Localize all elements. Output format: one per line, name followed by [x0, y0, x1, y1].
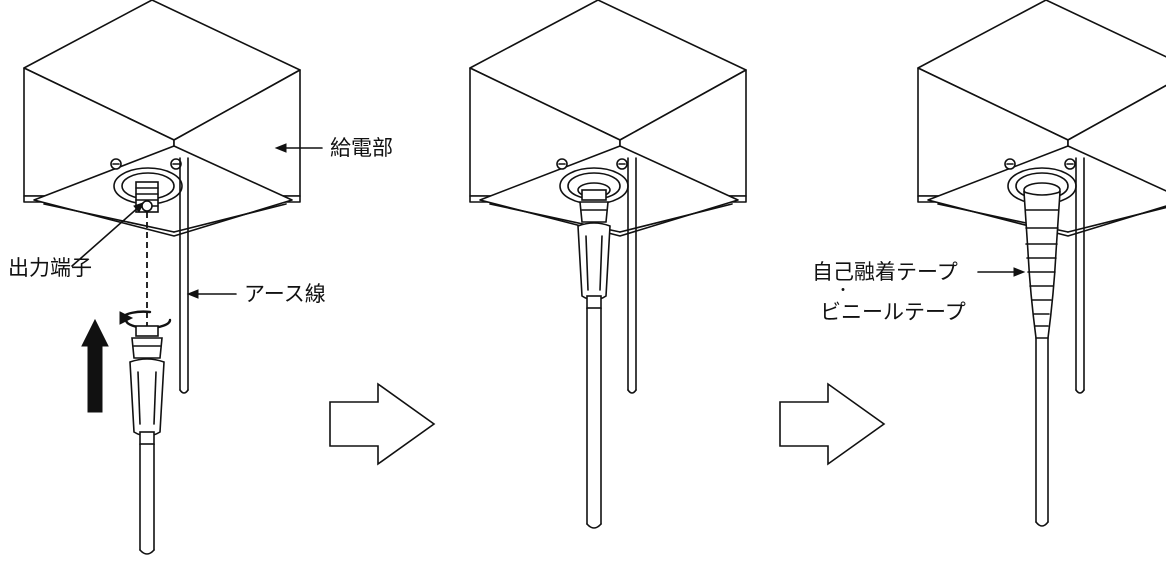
- label-tape-line2: ビニールテープ: [820, 300, 966, 324]
- rotation-arrow-icon: [119, 310, 172, 330]
- panel-2: [469, 0, 747, 529]
- taped-connector: [1023, 182, 1061, 339]
- cable: [1035, 337, 1049, 527]
- upward-arrow-icon: [81, 318, 109, 413]
- panel-1: [23, 0, 323, 555]
- cable: [139, 443, 155, 555]
- label-ground-wire: アース線: [244, 282, 326, 306]
- step-arrow-icon: [779, 382, 886, 466]
- cable: [586, 307, 602, 529]
- label-tape-line1: 自己融着テープ: [812, 260, 958, 284]
- panel-3: [917, 0, 1166, 527]
- step-arrow-icon: [329, 382, 436, 466]
- cable-connector: [577, 182, 611, 309]
- label-power-unit: 給電部: [330, 136, 393, 160]
- label-output-terminal: 出力端子: [8, 256, 92, 280]
- label-tape-dot: ・: [836, 283, 850, 299]
- cable-connector: [129, 325, 165, 445]
